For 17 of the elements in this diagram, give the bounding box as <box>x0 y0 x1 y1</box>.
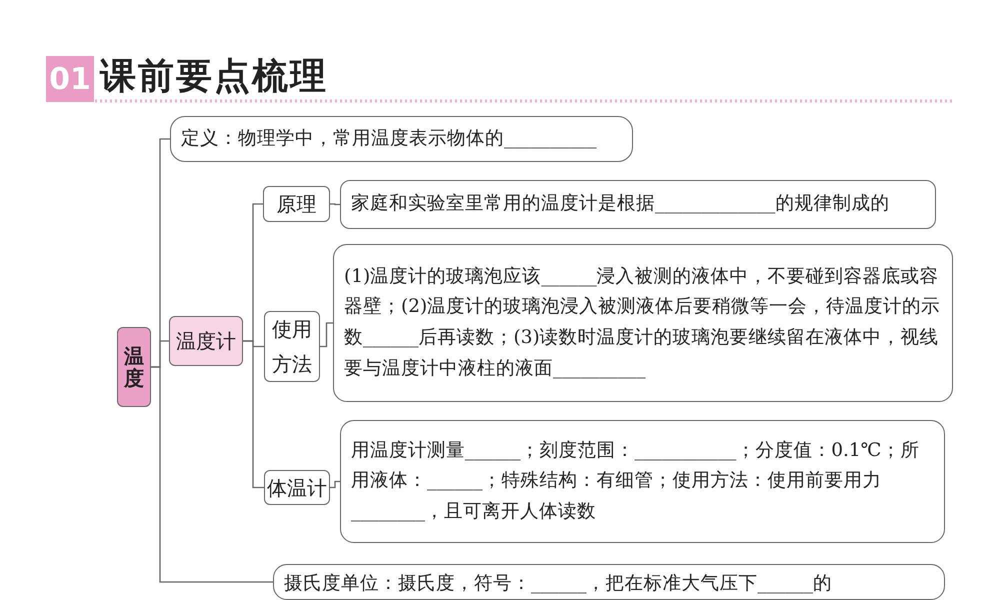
category-box: 原理 <box>263 186 330 222</box>
content-box: 用温度计测量______；刻度范围：___________；分度值：0.1℃；所用液体：______；特殊结构：有细管；使用方法：使用前要用力________，且可离开人体读数 <box>340 420 945 543</box>
subtopic-box: 温度计 <box>169 316 243 366</box>
category-box: 使用方法 <box>264 311 320 382</box>
section-number-badge: 01 <box>46 56 94 102</box>
content-box: 家庭和实验室里常用的温度计是根据_____________的规律制成的 <box>340 180 936 229</box>
connector-line <box>320 322 333 348</box>
content-box: 定义：物理学中，常用温度表示物体的__________ <box>170 116 633 162</box>
topic-box: 温度 <box>117 327 151 407</box>
content-box: 摄氏度单位：摄氏度，符号：______，把在标准大气压下______的 <box>273 564 945 600</box>
category-box: 体温计 <box>264 470 330 505</box>
connector-line <box>151 366 273 583</box>
connector-line <box>330 203 340 206</box>
content-box: (1)温度计的玻璃泡应该______浸入被测的液体中，不要碰到容器底或容器壁；(2)温度计的玻璃泡浸入被测液体后要稍微等一会，待温度计的示数______后再读数；(3)读数时温度计的玻璃泡要继续留在液体中，视线要与温度计中液柱的液面__________ <box>333 244 953 402</box>
section-title: 课前要点梳理 <box>100 55 328 99</box>
connector-line <box>330 480 340 488</box>
connector-line <box>243 340 264 488</box>
